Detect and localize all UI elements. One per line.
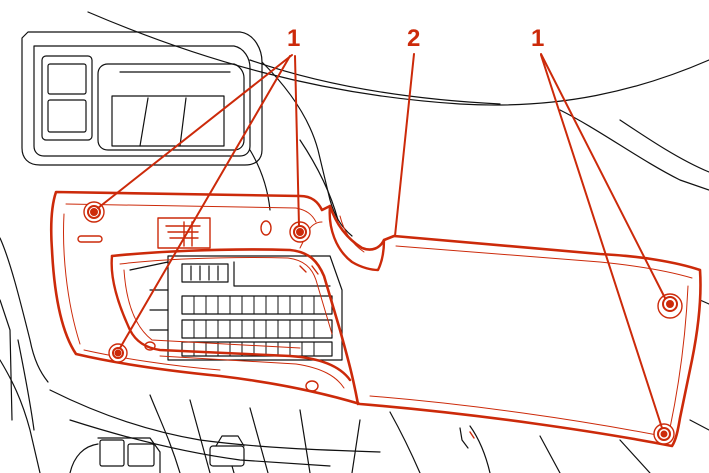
fuse-box xyxy=(129,255,343,361)
right-dash-lines xyxy=(559,109,709,191)
leader-1-top-center xyxy=(294,55,300,227)
left-dash-edge xyxy=(0,237,49,383)
windshield-curve-inner xyxy=(249,59,501,105)
callout-1-left: 1 xyxy=(287,25,300,52)
leader-lines xyxy=(97,53,666,429)
leader-1-right-upper xyxy=(540,53,666,299)
fastener-right-lower xyxy=(653,423,675,445)
wire-connector-right xyxy=(209,435,245,473)
footwell-lines xyxy=(49,389,381,453)
leader-1-right-lower xyxy=(540,54,663,429)
leader-1-bottom-left xyxy=(119,55,291,349)
leader-2-panel xyxy=(394,53,415,237)
windshield-curve xyxy=(87,11,709,106)
center-bezel xyxy=(261,61,353,237)
fuse-slots xyxy=(193,295,315,357)
fastener-top-center xyxy=(289,221,311,243)
fastener-bottom-left xyxy=(108,343,128,363)
panel-clip-features xyxy=(77,217,475,439)
left-switch-bezel xyxy=(21,31,263,166)
lower-trim-panel xyxy=(49,190,702,448)
panel-opening xyxy=(110,248,360,406)
center-bezel-inner xyxy=(249,149,271,211)
wire-connector-left xyxy=(69,437,161,473)
panel-inner-lines xyxy=(63,203,693,437)
dashboard-linework xyxy=(0,11,709,473)
leader-1-top-left xyxy=(97,54,293,209)
callout-1-right: 1 xyxy=(531,25,544,52)
panel-outline xyxy=(49,190,702,448)
fastener-right-upper xyxy=(657,293,683,319)
panel-step xyxy=(328,204,386,272)
callout-2: 2 xyxy=(407,25,420,52)
